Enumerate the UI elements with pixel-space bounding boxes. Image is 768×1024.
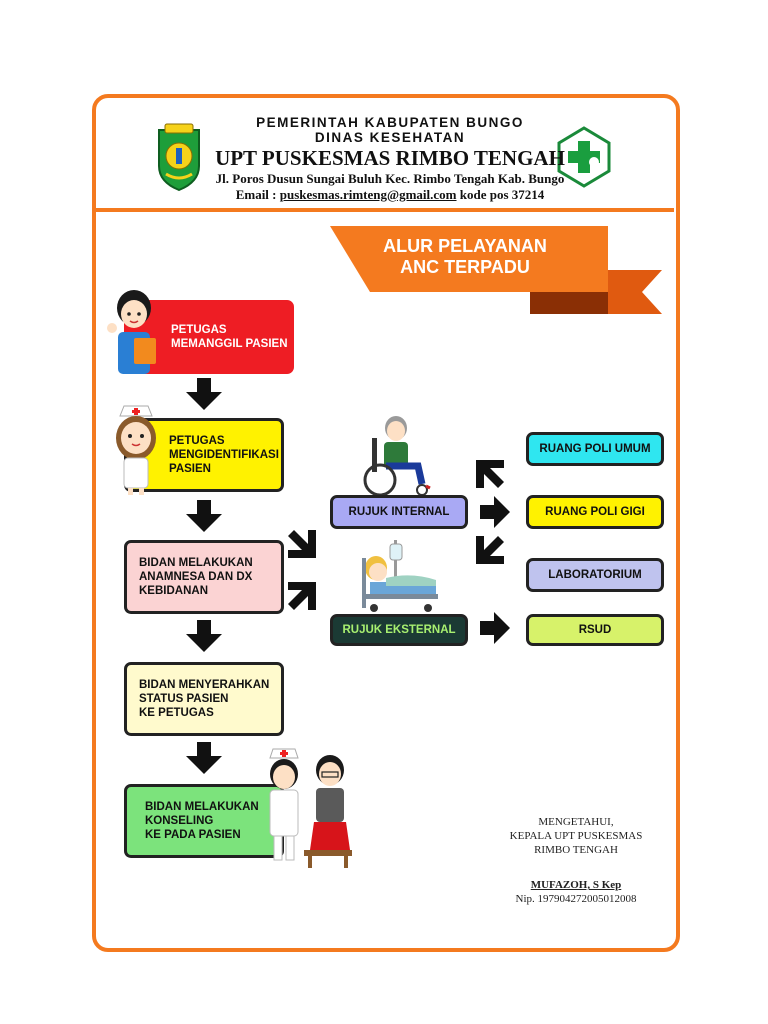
nurse-doctor-counseling-illustration <box>269 748 352 868</box>
rujuk-eksternal-box: RUJUK EKSTERNAL <box>330 614 468 646</box>
step-4-label: BIDAN MENYERAHKAN STATUS PASIEN KE PETUG… <box>139 679 270 719</box>
step-3-label: BIDAN MELAKUKAN ANAMNESA DAN DX KEBIDANA… <box>139 557 253 597</box>
step-bidan-konseling: BIDAN MELAKUKAN KONSELING KE PADA PASIEN <box>124 784 284 858</box>
puskesmas-cross-logo <box>557 126 611 188</box>
down-arrow-icon <box>186 378 222 410</box>
down-arrow-icon <box>186 620 222 652</box>
diagonal-arrow-icon <box>288 582 316 610</box>
bungo-regency-crest-logo <box>158 123 200 192</box>
receptionist-illustration <box>107 290 156 374</box>
signature-line-2: KEPALA UPT PUSKESMAS <box>509 830 643 842</box>
rujuk-eksternal-label: RUJUK EKSTERNAL <box>342 624 456 636</box>
email-link[interactable]: puskesmas.rimteng@gmail.com <box>279 187 457 202</box>
rsud-label: RSUD <box>578 624 612 636</box>
header-divider <box>94 208 674 212</box>
signature-line-1: MENGETAHUI, <box>538 816 614 828</box>
step-5-label: BIDAN MELAKUKAN KONSELING KE PADA PASIEN <box>145 801 259 841</box>
hospital-bed-patient-illustration <box>362 540 438 612</box>
header-government-line: PEMERINTAH KABUPATEN BUNGO <box>256 115 524 130</box>
down-arrow-icon <box>186 500 222 532</box>
diagonal-arrow-icon <box>476 536 504 564</box>
wheelchair-patient-illustration <box>363 416 431 497</box>
rsud-box: RSUD <box>526 614 664 646</box>
header-address: Jl. Poros Dusun Sungai Buluh Kec. Rimbo … <box>215 171 565 186</box>
banner-ribbon <box>330 226 662 314</box>
header-contact: Email : puskesmas.rimteng@gmail.com kode… <box>200 187 580 203</box>
diagonal-arrow-icon <box>288 530 316 558</box>
nurse-illustration <box>116 405 156 495</box>
page-frame <box>92 94 680 952</box>
signature-line-3: RIMBO TENGAH <box>534 844 618 856</box>
rujuk-internal-box: RUJUK INTERNAL <box>330 495 468 529</box>
right-arrow-icon <box>480 612 510 644</box>
step-bidan-menyerahkan-status: BIDAN MENYERAHKAN STATUS PASIEN KE PETUG… <box>124 662 284 736</box>
diagonal-arrow-icon <box>476 460 504 488</box>
step-bidan-anamnesa: BIDAN MELAKUKAN ANAMNESA DAN DX KEBIDANA… <box>124 540 284 614</box>
banner-line-2: ANC TERPADU <box>400 257 530 277</box>
banner-title: ALUR PELAYANAN ANC TERPADU <box>360 236 570 278</box>
ruang-poli-gigi-box: RUANG POLI GIGI <box>526 495 664 529</box>
header-title: UPT PUSKESMAS RIMBO TENGAH <box>215 146 565 170</box>
right-arrow-icon <box>480 496 510 528</box>
rujuk-internal-label: RUJUK INTERNAL <box>348 506 450 518</box>
step-2-label: PETUGAS MENGIDENTIFIKASI PASIEN <box>169 435 279 475</box>
postal-code: kode pos 37214 <box>459 187 545 202</box>
signatory-name: MUFAZOH, S Kep <box>530 879 622 891</box>
email-label: Email : <box>235 187 277 202</box>
poli-umum-label: RUANG POLI UMUM <box>539 443 651 455</box>
header-department-line: DINAS KESEHATAN <box>314 130 466 145</box>
poli-gigi-label: RUANG POLI GIGI <box>545 506 645 518</box>
laboratorium-label: LABORATORIUM <box>548 569 642 581</box>
down-arrow-icon <box>186 742 222 774</box>
signatory-nip: Nip. 197904272005012008 <box>515 893 637 905</box>
step-1-label: PETUGAS MEMANGGIL PASIEN <box>171 324 288 350</box>
laboratorium-box: LABORATORIUM <box>526 558 664 592</box>
ruang-poli-umum-box: RUANG POLI UMUM <box>526 432 664 466</box>
banner-line-1: ALUR PELAYANAN <box>383 236 547 256</box>
